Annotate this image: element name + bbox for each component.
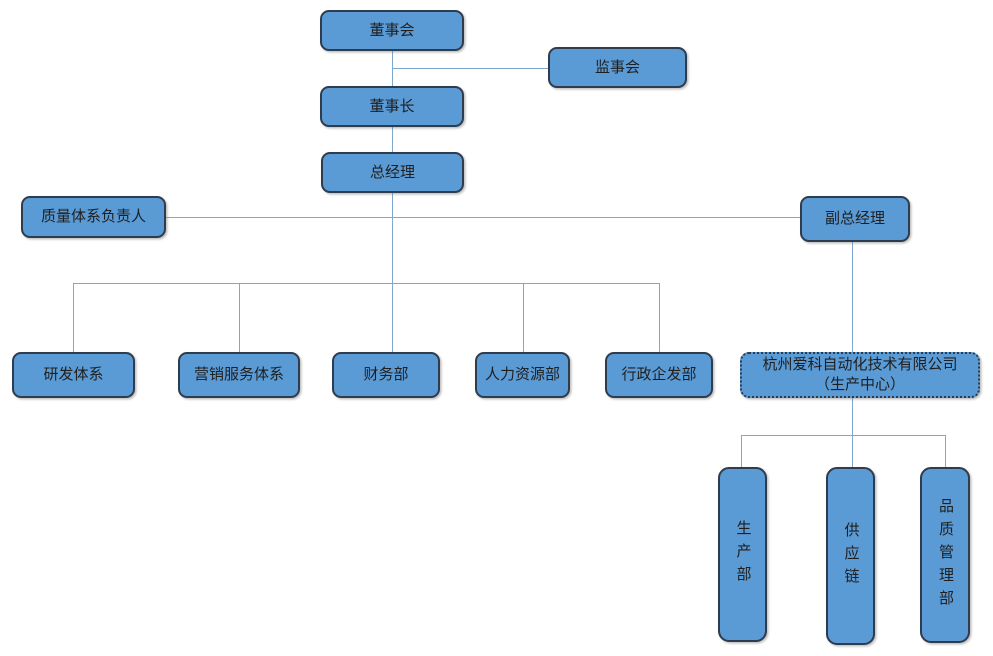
connector-line bbox=[392, 193, 393, 352]
org-node-supervisory-board: 监事会 bbox=[548, 47, 687, 88]
org-node-label: 杭州爱科自动化技术有限公司 （生产中心） bbox=[762, 356, 958, 393]
connector-line bbox=[741, 435, 742, 467]
connector-line bbox=[659, 283, 660, 352]
org-node-label: 董事会 bbox=[369, 21, 415, 39]
org-node-label: 质量体系负责人 bbox=[40, 208, 146, 225]
org-node-rd-system: 研发体系 bbox=[12, 352, 135, 398]
connector-line bbox=[393, 68, 548, 69]
org-node-label: 人力资源部 bbox=[484, 366, 560, 383]
org-node-label: 监事会 bbox=[594, 58, 640, 76]
connector-line bbox=[392, 51, 393, 86]
org-node-label: 行政企发部 bbox=[621, 366, 697, 383]
org-node-label: 品质管理部 bbox=[937, 497, 954, 613]
org-node-production-center: 杭州爱科自动化技术有限公司 （生产中心） bbox=[740, 352, 980, 398]
org-node-admin-dept: 行政企发部 bbox=[605, 352, 713, 398]
org-node-label: 董事长 bbox=[369, 97, 415, 115]
org-node-label: 财务部 bbox=[363, 366, 409, 383]
org-node-label: 供应链 bbox=[842, 521, 860, 591]
org-node-chairman: 董事长 bbox=[320, 86, 464, 127]
org-node-deputy-general-manager: 副总经理 bbox=[800, 196, 910, 242]
connector-line bbox=[741, 435, 945, 436]
org-node-production-dept: 生产部 bbox=[718, 467, 767, 642]
org-node-supply-chain: 供应链 bbox=[826, 467, 875, 645]
org-node-quality-system-leader: 质量体系负责人 bbox=[21, 196, 166, 238]
org-node-board: 董事会 bbox=[320, 10, 464, 51]
connector-line bbox=[73, 283, 74, 352]
org-node-label: 生产部 bbox=[734, 520, 752, 589]
connector-line bbox=[852, 242, 853, 352]
org-node-label: 研发体系 bbox=[43, 366, 104, 383]
org-node-label: 营销服务体系 bbox=[193, 366, 284, 383]
org-node-general-manager: 总经理 bbox=[321, 152, 464, 193]
connector-line bbox=[523, 283, 524, 352]
org-node-label: 副总经理 bbox=[824, 210, 885, 227]
connector-line bbox=[852, 398, 853, 467]
org-node-finance-dept: 财务部 bbox=[332, 352, 440, 398]
connector-line bbox=[239, 283, 240, 352]
connector-line bbox=[945, 435, 946, 467]
connector-line bbox=[392, 127, 393, 152]
connector-line bbox=[166, 217, 800, 218]
org-node-hr-dept: 人力资源部 bbox=[475, 352, 570, 398]
org-node-quality-management-dept: 品质管理部 bbox=[920, 467, 970, 643]
org-node-marketing-service-system: 营销服务体系 bbox=[178, 352, 300, 398]
connector-line bbox=[73, 283, 660, 284]
org-node-label: 总经理 bbox=[369, 163, 415, 181]
